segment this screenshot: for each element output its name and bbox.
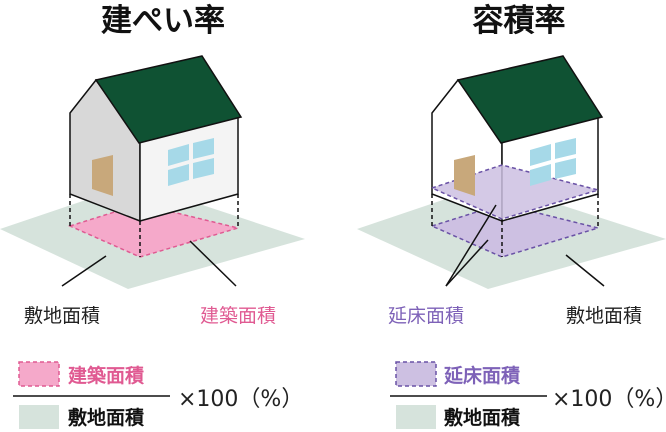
floor-area-ground-right <box>429 203 601 258</box>
leader-site-left <box>61 255 107 287</box>
formula-multiplier-left: ×100（%） <box>178 387 303 412</box>
title-right: 容積率 <box>473 3 566 39</box>
swatch-floor-area <box>395 361 437 387</box>
house-roof-left <box>94 55 243 144</box>
swatch-building-area <box>18 361 60 387</box>
door-left <box>92 155 113 196</box>
label-site-area-right: 敷地面積 <box>566 305 642 327</box>
swatch-site-area-left <box>19 405 59 429</box>
leader-building-left <box>189 240 237 287</box>
house-roof-right <box>456 55 604 144</box>
leader-floor-upper-right <box>445 204 497 287</box>
window-right <box>530 138 576 186</box>
formula-denominator-right: 敷地面積 <box>444 406 520 429</box>
formula-multiplier-right: ×100（%） <box>552 387 666 412</box>
house-left <box>69 55 243 228</box>
title-left: 建ぺい率 <box>101 3 225 39</box>
house-right <box>429 55 604 257</box>
formula-numerator-right: 延床面積 <box>443 364 520 387</box>
leader-site-right <box>565 254 605 287</box>
label-building-area-left: 建築面積 <box>200 305 276 327</box>
formula-numerator-left: 建築面積 <box>68 364 144 387</box>
leader-floor-ground-right <box>445 239 489 287</box>
window-left <box>168 138 214 186</box>
formula-denominator-left: 敷地面積 <box>68 406 144 429</box>
label-site-area-left: 敷地面積 <box>24 305 100 327</box>
building-footprint-left <box>67 203 241 258</box>
label-floor-area-right: 延床面積 <box>388 305 464 327</box>
door-right <box>454 155 475 196</box>
swatch-site-area-right <box>396 405 436 429</box>
